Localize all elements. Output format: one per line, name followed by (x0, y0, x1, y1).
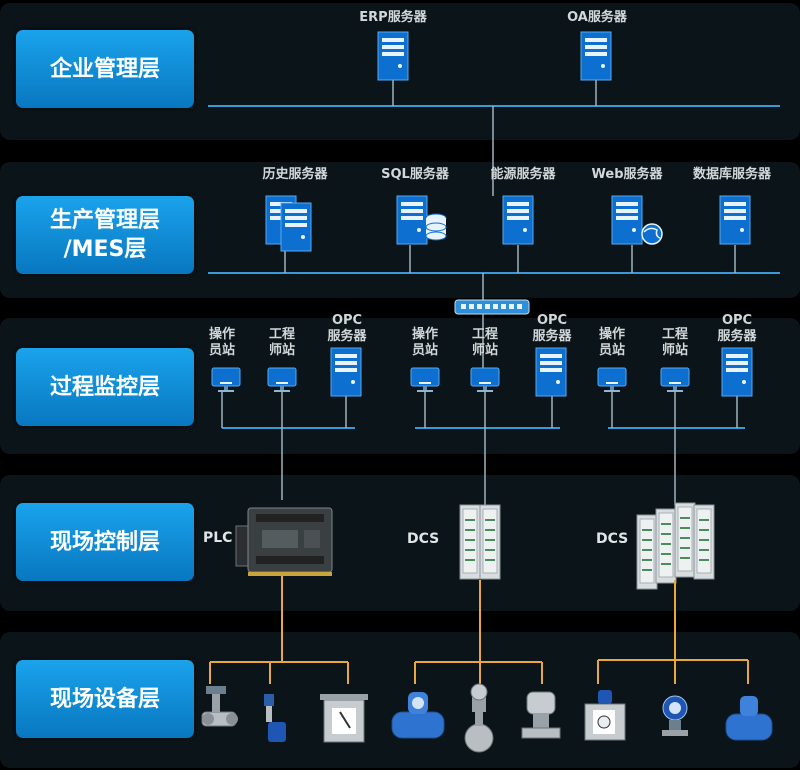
plc-label: PLC (203, 530, 233, 546)
web-server-icon (611, 195, 643, 245)
opc-server-icon-2 (535, 347, 567, 397)
dcs-cabinet-icon-2 (636, 502, 715, 590)
mes-layer-label-line2: /MES层 (63, 237, 147, 262)
sql-server-icon (396, 195, 428, 245)
opc-server-icon-3 (721, 347, 753, 397)
opc-server-label-3: OPC 服务器 (717, 313, 757, 344)
network-switch-icon (454, 299, 530, 315)
engineer-station-icon-3 (660, 367, 690, 393)
sql-server-label: SQL服务器 (381, 167, 449, 182)
engineer-station-icon-2 (470, 367, 500, 393)
engineer-station-label-3: 工程 师站 (661, 327, 688, 358)
dcs-label-1: DCS (407, 531, 440, 547)
electromagnetic-flowmeter-icon-2 (725, 696, 773, 741)
device-layer-button[interactable]: 现场设备层 (16, 660, 194, 738)
oa-server-label: OA服务器 (567, 10, 627, 25)
operator-station-label-2: 操作 员站 (411, 327, 438, 358)
database-server-icon (719, 195, 751, 245)
database-server-label: 数据库服务器 (692, 167, 771, 182)
engineer-station-label-2: 工程 师站 (471, 327, 498, 358)
erp-server-icon (377, 31, 409, 81)
engineer-station-label-1: 工程 师站 (268, 327, 295, 358)
erp-server-label: ERP服务器 (359, 10, 427, 25)
opc-server-icon-1 (330, 347, 362, 397)
control-layer-button[interactable]: 现场控制层 (16, 503, 194, 581)
vortex-flowmeter-icon (201, 686, 238, 727)
control-layer-label: 现场控制层 (49, 529, 160, 555)
dcs-label-2: DCS (596, 531, 629, 547)
operator-station-label-1: 操作 员站 (208, 327, 235, 358)
electromagnetic-flowmeter-icon-1 (391, 692, 445, 739)
level-switch-icon (264, 694, 286, 742)
mes-layer-button[interactable]: 生产管理层 /MES层 (16, 196, 194, 274)
opc-server-label-2: OPC 服务器 (532, 313, 572, 344)
enterprise-layer-label: 企业管理层 (49, 56, 160, 82)
rotameter-icon-2 (584, 690, 626, 741)
process-layer-button[interactable]: 过程监控层 (16, 348, 194, 426)
operator-station-icon-3 (597, 367, 627, 393)
vortex-flowmeter-icon-2 (464, 683, 494, 753)
globe-icon (641, 223, 663, 245)
operator-station-label-3: 操作 员站 (598, 327, 625, 358)
opc-server-label-1: OPC 服务器 (327, 313, 367, 344)
smart-transmitter-icon (662, 695, 688, 736)
enterprise-layer-button[interactable]: 企业管理层 (16, 30, 194, 108)
history-server-icon-2 (280, 202, 312, 252)
process-layer-label: 过程监控层 (49, 374, 160, 400)
oa-server-icon (580, 31, 612, 81)
mes-layer-label-line1: 生产管理层 (49, 208, 160, 233)
plc-controller-icon (235, 507, 333, 576)
rotameter-icon (320, 694, 368, 743)
engineer-station-icon-1 (267, 367, 297, 393)
dcs-cabinet-icon-1 (459, 504, 501, 580)
energy-server-label: 能源服务器 (490, 167, 556, 182)
energy-server-icon (502, 195, 534, 245)
operator-station-icon-1 (211, 367, 241, 393)
pressure-transmitter-icon (521, 691, 561, 739)
device-layer-label: 现场设备层 (49, 686, 160, 712)
history-server-label: 历史服务器 (262, 167, 328, 182)
operator-station-icon-2 (410, 367, 440, 393)
web-server-label: Web服务器 (591, 167, 663, 182)
database-icon (425, 213, 447, 241)
